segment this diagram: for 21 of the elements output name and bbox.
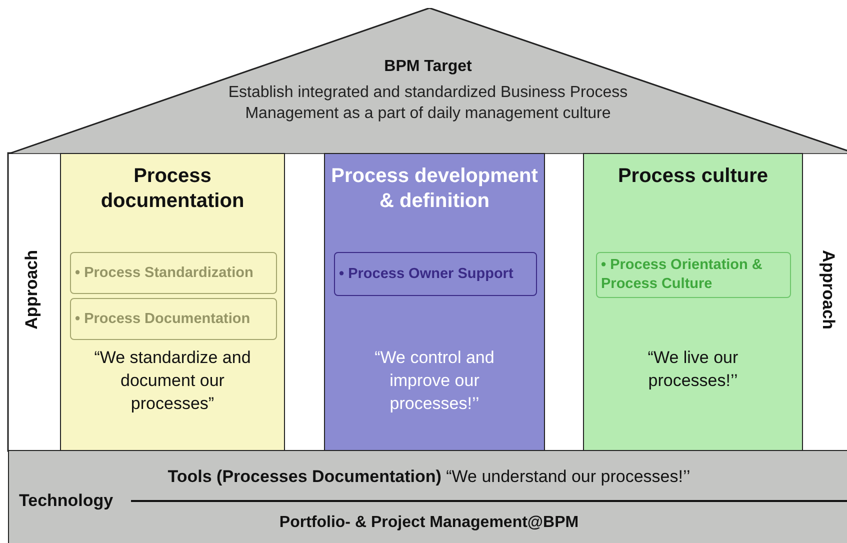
pillar-title: Process culture: [616, 164, 770, 189]
quote-text: “We control and improve our processes!’’: [374, 347, 496, 415]
side-label: Approach: [22, 250, 42, 330]
pillar-title: Process documentation: [100, 164, 246, 214]
foundation-band: [8, 450, 847, 543]
bullet-item: • Process Standardization: [70, 252, 277, 294]
bullet-item: • Process Documentation: [70, 298, 277, 340]
bullet-item: • Process Orientation & Process Culture: [596, 252, 791, 298]
technology-label: Technology: [19, 491, 114, 511]
roof-title: BPM Target: [383, 58, 473, 76]
pillar-title: Process development & definition: [330, 164, 539, 214]
roof-text: Establish integrated and standardized Business Process Management as a part of daily management culture: [228, 83, 628, 124]
tools-text: Tools (Processes Documentation) “We understand our processes!’’: [166, 467, 692, 487]
portfolio-text: Portfolio- & Project Management@BPM: [278, 514, 580, 532]
pillar: [583, 153, 803, 451]
quote-text: “We standardize and document our processes”: [93, 347, 252, 415]
quote-text: “We live our processes!’’: [646, 347, 740, 392]
bullet-item: • Process Owner Support: [334, 252, 537, 296]
pillar: [60, 153, 285, 451]
side-label: Approach: [818, 250, 838, 330]
pillar: [324, 153, 545, 451]
